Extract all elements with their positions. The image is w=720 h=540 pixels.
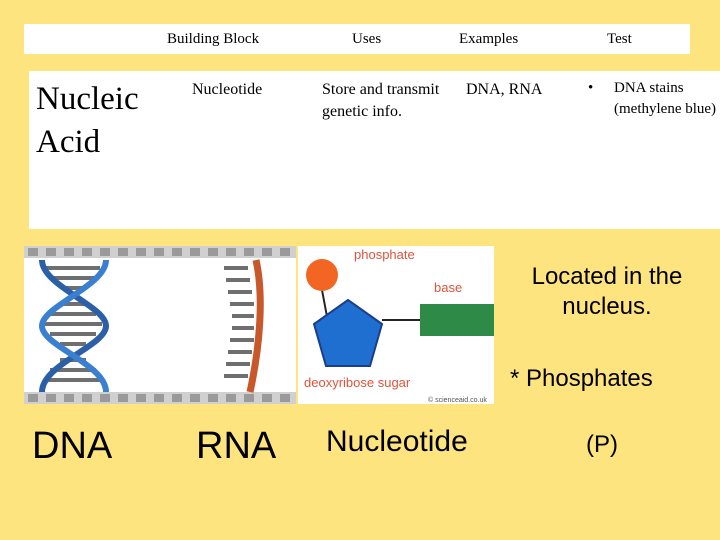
table-header-bar — [24, 24, 690, 54]
test-item: • DNA stains (methylene blue) — [588, 78, 718, 120]
base-label: base — [434, 280, 462, 295]
cell-building-block: Nucleotide — [192, 81, 263, 98]
table-row — [29, 71, 720, 229]
nucleotide-label: Nucleotide — [326, 425, 468, 458]
header-examples: Examples — [459, 31, 519, 47]
image-credit: © scienceaid.co.uk — [428, 396, 487, 404]
rna-label: RNA — [196, 425, 277, 467]
deoxyribose-sugar — [312, 298, 384, 367]
phosphates-note: * Phosphates — [510, 365, 653, 392]
nitrogenous-base — [420, 304, 494, 336]
bullet-icon: • — [588, 80, 594, 96]
cell-examples: DNA, RNA — [466, 81, 543, 98]
header-test: Test — [607, 31, 632, 47]
nucleotide-diagram: phosphate base deoxyribose sugar © scien… — [298, 246, 494, 404]
row-title: Nucleic Acid — [36, 81, 139, 160]
dna-rna-illustration — [24, 246, 296, 404]
location-note: Located in the nucleus. — [531, 263, 683, 320]
phosphate-symbol: (P) — [586, 431, 618, 458]
test-item-label: DNA stains (methylene blue) — [614, 80, 717, 117]
phosphate-label: phosphate — [354, 247, 415, 262]
header-uses: Uses — [352, 31, 382, 47]
sugar-label: deoxyribose sugar — [304, 375, 411, 390]
dna-label: DNA — [32, 425, 113, 467]
cell-uses: Store and transmit genetic info. — [322, 81, 440, 120]
header-building-block: Building Block — [167, 31, 260, 47]
phosphate-group — [306, 259, 338, 291]
cell-test-list: • DNA stains (methylene blue) — [588, 78, 718, 120]
